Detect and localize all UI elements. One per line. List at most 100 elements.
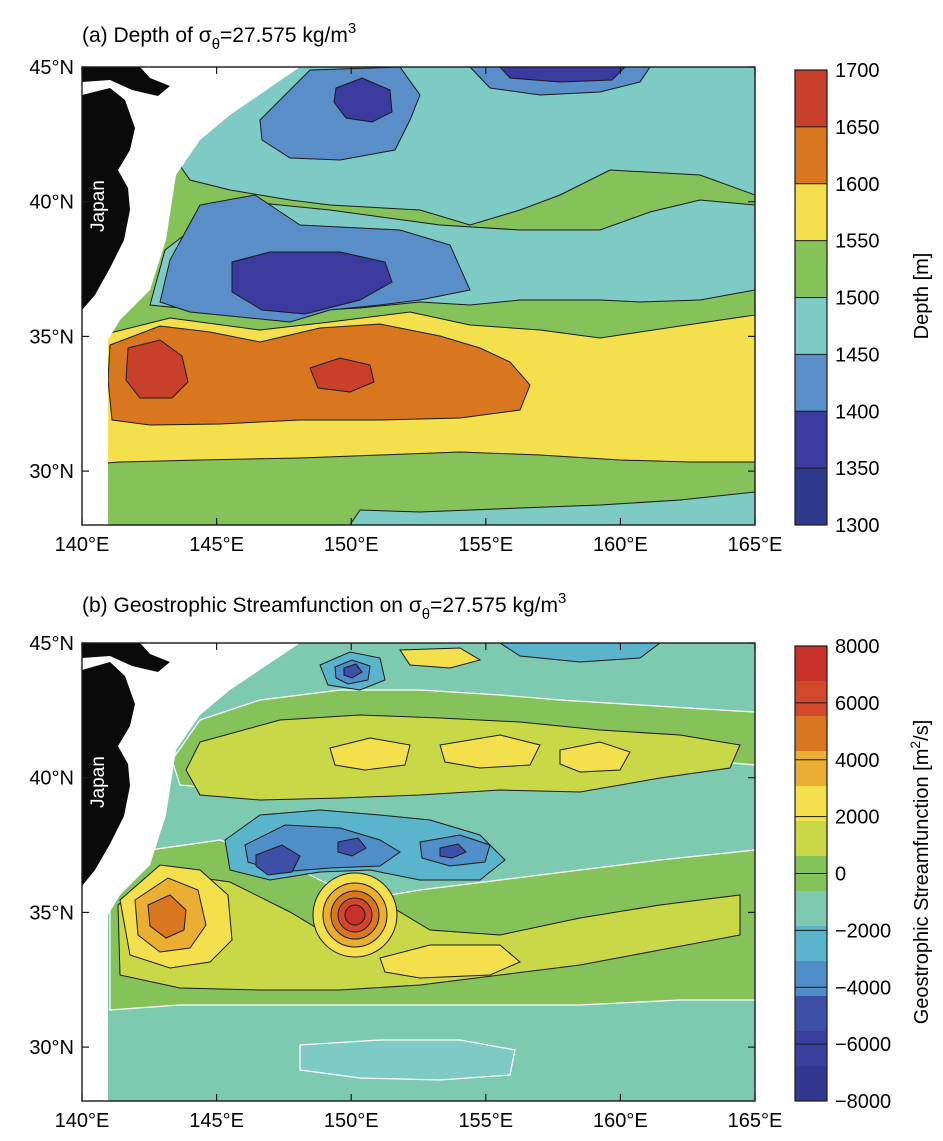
colorbar-tick-label: 1400 <box>835 401 880 423</box>
stream-region-2000-south <box>117 871 741 991</box>
colorbar-swatch <box>795 126 827 185</box>
panel-a-colorbar: 1700 1650 1600 1550 1500 1450 1400 1350 1300 <box>794 60 880 537</box>
x-tick-label: 150°E <box>324 1110 379 1132</box>
panel-a-land-label: Japan <box>88 180 109 232</box>
y-tick-label: 30°N <box>29 1037 74 1059</box>
panel-a-x-axis: 140°E 145°E 150°E 155°E 160°E 165°E <box>55 67 783 556</box>
stream-region-minus6000-c <box>439 843 467 859</box>
japan-land-b-north <box>82 643 170 672</box>
x-tick-label: 160°E <box>593 534 648 556</box>
colorbar-swatch <box>795 1066 827 1102</box>
y-tick-label: 40°N <box>29 768 74 790</box>
colorbar-swatch <box>795 821 827 857</box>
x-tick-label: 145°E <box>189 534 244 556</box>
colorbar-tick-label: 1300 <box>835 515 880 537</box>
colorbar-swatch <box>795 751 827 787</box>
panel-a-y-axis: 45°N 40°N 35°N 30°N <box>29 57 755 483</box>
x-tick-label: 140°E <box>55 534 110 556</box>
depth-region-1450-south <box>349 491 755 525</box>
panel-b-x-axis: 140°E 145°E 150°E 155°E 160°E 165°E <box>55 643 783 1132</box>
y-tick-label: 35°N <box>29 326 74 348</box>
panel-b-colorbar-label: Geostrophic Streamfunction [m2/s] <box>907 720 933 1025</box>
colorbar-swatch <box>795 183 827 242</box>
colorbar-tick-label: 1450 <box>835 344 880 366</box>
panel-a-frame <box>81 66 756 526</box>
y-tick-label: 45°N <box>29 57 74 79</box>
panel-a-land-white <box>82 67 300 525</box>
x-tick-label: 150°E <box>324 534 379 556</box>
colorbar-swatch <box>795 468 827 526</box>
colorbar-tick-label: 1700 <box>835 60 880 82</box>
colorbar-tick-label: −4000 <box>835 977 891 999</box>
x-tick-label: 155°E <box>458 534 513 556</box>
panel-b-y-axis: 45°N 40°N 35°N 30°N <box>29 633 755 1059</box>
depth-region-1350 <box>231 251 393 315</box>
colorbar-tick-label: 4000 <box>835 750 880 772</box>
stream-region-minus6000-a <box>255 844 301 876</box>
stream-region-minus6000-b <box>337 837 367 857</box>
colorbar-swatch <box>795 70 827 128</box>
colorbar-swatch <box>795 297 827 355</box>
x-tick-label: 165°E <box>728 534 783 556</box>
colorbar-swatch <box>795 354 827 412</box>
colorbar-swatch <box>795 926 827 962</box>
colorbar-tick-label: 8000 <box>835 636 880 658</box>
colorbar-tick-label: 1600 <box>835 174 880 196</box>
colorbar-tick-label: 6000 <box>835 693 880 715</box>
colorbar-tick-label: −6000 <box>835 1034 891 1056</box>
colorbar-tick-label: 0 <box>835 864 846 886</box>
panel-b-map: Japan <box>82 643 755 1101</box>
colorbar-swatch <box>795 240 827 298</box>
colorbar-tick-label: 1550 <box>835 231 880 253</box>
y-tick-label: 35°N <box>29 902 74 924</box>
depth-region-1650-west <box>125 339 189 399</box>
panel-b-land-white <box>82 643 300 1101</box>
panel-b-title: (b) Geostrophic Streamfunction on σθ=27.… <box>82 590 566 623</box>
y-tick-label: 30°N <box>29 461 74 483</box>
stream-center-ring-5 <box>344 904 366 926</box>
japan-land-b <box>82 662 135 886</box>
panel-a-map: Japan <box>82 67 755 525</box>
stream-region-3000-north-a <box>329 737 411 771</box>
x-tick-label: 165°E <box>728 1110 783 1132</box>
colorbar-swatch <box>795 961 827 997</box>
stream-region-3000-north-b <box>439 734 541 769</box>
stream-region-minus6000-north <box>343 663 363 679</box>
panel-a: (a) Depth of σθ=27.575 kg/m3 <box>29 20 933 556</box>
japan-land <box>82 88 135 310</box>
x-tick-label: 145°E <box>189 1110 244 1132</box>
panel-a-colorbar-label: Depth [m] <box>911 253 933 340</box>
colorbar-swatch <box>795 716 827 752</box>
colorbar-swatch <box>795 996 827 1032</box>
japan-land-north <box>82 67 170 96</box>
panel-b: (b) Geostrophic Streamfunction on σθ=27.… <box>29 590 933 1132</box>
colorbar-tick-label: 1650 <box>835 117 880 139</box>
colorbar-swatch <box>795 681 827 717</box>
x-tick-label: 155°E <box>458 1110 513 1132</box>
colorbar-swatch <box>795 646 827 682</box>
depth-region-1350-north <box>333 77 393 123</box>
colorbar-swatch <box>795 786 827 822</box>
panel-b-colorbar: 8000 6000 4000 2000 0 −2000 −4000 −6000 −8000 <box>794 636 891 1113</box>
colorbar-tick-label: −2000 <box>835 920 891 942</box>
stream-region-3000-south <box>379 944 521 979</box>
colorbar-swatch <box>795 891 827 927</box>
colorbar-tick-label: 1350 <box>835 458 880 480</box>
panel-b-frame <box>81 642 756 1102</box>
colorbar-swatch <box>795 1031 827 1067</box>
y-tick-label: 40°N <box>29 192 74 214</box>
colorbar-tick-label: −8000 <box>835 1091 891 1113</box>
x-tick-label: 160°E <box>593 1110 648 1132</box>
depth-region-1650-center <box>309 357 375 393</box>
panel-a-title: (a) Depth of σθ=27.575 kg/m3 <box>82 20 356 53</box>
y-tick-label: 45°N <box>29 633 74 655</box>
x-tick-label: 140°E <box>55 1110 110 1132</box>
colorbar-swatch <box>795 411 827 469</box>
stream-region-3000-north-c <box>559 741 631 773</box>
colorbar-tick-label: 1500 <box>835 288 880 310</box>
stream-region-3000-ne <box>399 647 482 669</box>
depth-region-1350-ne <box>499 67 626 83</box>
stream-region-minus2000-south <box>299 1039 516 1081</box>
colorbar-tick-label: 2000 <box>835 807 880 829</box>
panel-b-land-label: Japan <box>88 756 109 808</box>
